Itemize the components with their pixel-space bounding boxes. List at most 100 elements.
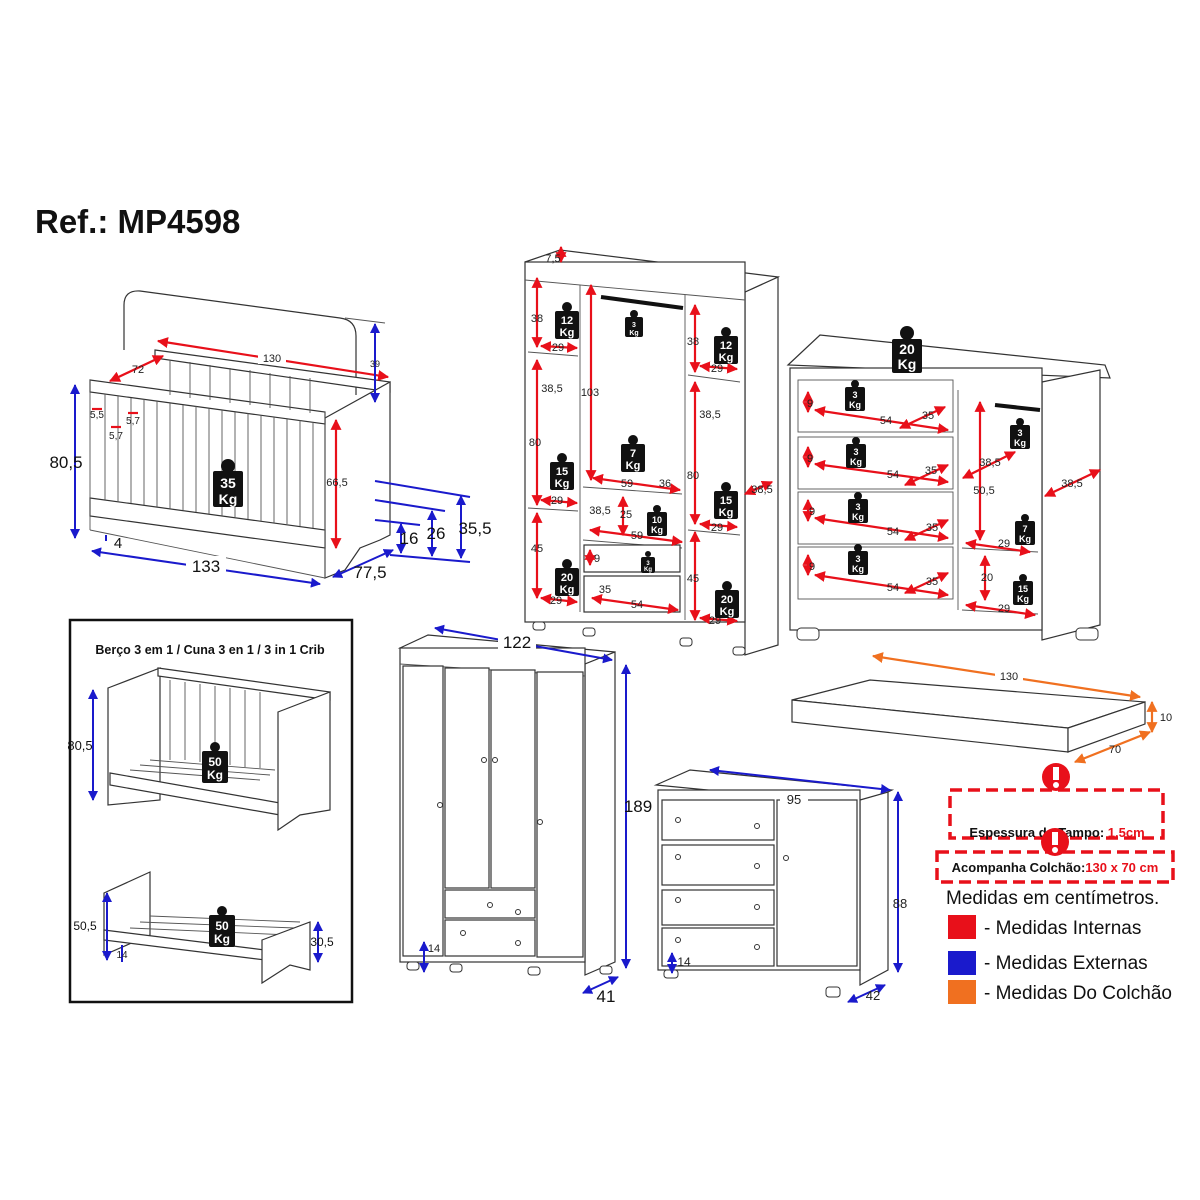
crib-slat-gap: 5,5	[90, 410, 104, 421]
dim-label: 38,5	[751, 484, 772, 496]
dim-label: 7,5	[545, 253, 560, 265]
legend-swatch-mattress	[948, 980, 976, 1004]
dim-label: 54	[631, 599, 643, 611]
svg-text:10: 10	[652, 515, 662, 525]
note-value: 130 x 70 cm	[1085, 860, 1158, 875]
wardrobe-depth: 41	[597, 987, 616, 1006]
svg-text:7: 7	[630, 448, 636, 460]
svg-text:12: 12	[720, 340, 732, 352]
dim-label: 35	[599, 584, 611, 596]
dim-label: 9	[809, 506, 815, 518]
note-label: Acompanha Colchão:	[952, 860, 1086, 875]
dim-label: 20	[981, 572, 993, 584]
svg-text:Kg: Kg	[719, 507, 734, 519]
bed-footboard	[261, 921, 311, 985]
svg-text:Kg: Kg	[629, 330, 638, 337]
dim-label: 38,5	[979, 457, 1000, 469]
svg-text:12: 12	[561, 315, 573, 327]
reference-title: Ref.: MP4598	[35, 203, 240, 240]
crib-3in1-title: Berço 3 em 1 / Cuna 3 en 1 / 3 in 1 Crib	[95, 643, 325, 657]
dim-label: 36	[659, 478, 671, 490]
svg-text:Kg: Kg	[560, 327, 575, 339]
svg-text:15: 15	[720, 495, 732, 507]
svg-text:15: 15	[1018, 584, 1028, 594]
mattress-width: 70	[1109, 744, 1121, 756]
dim-label: 35	[922, 410, 934, 422]
crib-depth: 77,5	[353, 563, 386, 582]
weight-icon: 7Kg	[1015, 514, 1035, 545]
svg-text:20: 20	[721, 594, 733, 606]
dim-label: 9	[809, 561, 815, 573]
svg-text:Kg: Kg	[898, 356, 917, 372]
warning-icon	[1041, 828, 1069, 856]
weight-icon: 3Kg	[846, 437, 866, 468]
crib-3in1-panel: Berço 3 em 1 / Cuna 3 en 1 / 3 in 1 Crib…	[67, 618, 354, 1004]
legend-swatch-external	[948, 951, 976, 975]
svg-text:Kg: Kg	[207, 768, 223, 782]
weight-icon: 3Kg	[625, 310, 643, 337]
dim-label: 29	[998, 603, 1010, 615]
svg-text:Kg: Kg	[849, 400, 861, 410]
svg-text:Kg: Kg	[219, 491, 238, 507]
dim-label: 9	[807, 398, 813, 410]
dim-label: 29	[711, 522, 723, 534]
note-label: Espessura do Tampo:	[969, 825, 1107, 840]
dim-label: 38,5	[699, 409, 720, 421]
dim-label: 25	[620, 509, 632, 521]
dresser-interior-drawing: 9 54 35 9 54 35 9 54 35 9 54 35 38,5 50,…	[786, 326, 1111, 641]
svg-text:3: 3	[1017, 428, 1022, 438]
dim-label: 54	[887, 469, 899, 481]
svg-text:Kg: Kg	[852, 564, 864, 574]
svg-text:Kg: Kg	[560, 584, 575, 596]
svg-text:3: 3	[852, 390, 857, 400]
dim-label: 35	[926, 576, 938, 588]
sofa-height: 80,5	[67, 738, 92, 753]
bed-leg: 14	[116, 950, 128, 961]
crib-base-26: 26	[427, 524, 446, 543]
svg-text:Acompanha Colchão:130 x 70 cm: Acompanha Colchão:130 x 70 cm	[952, 860, 1159, 875]
crib-height: 80,5	[49, 453, 82, 472]
dim-label: 29	[550, 595, 562, 607]
legend-swatch-internal	[948, 915, 976, 939]
crib-base-16: 16	[400, 529, 419, 548]
dim-label: 38,5	[541, 383, 562, 395]
sofa-side-panel	[277, 691, 331, 832]
dim-label: 9	[807, 453, 813, 465]
warning-icon	[1042, 763, 1070, 791]
svg-text:Kg: Kg	[720, 606, 735, 618]
svg-text:20: 20	[899, 341, 915, 357]
dim-label: 54	[887, 582, 899, 594]
dim-label: 38	[531, 313, 543, 325]
crib-inner-length: 130	[263, 353, 281, 365]
wardrobe-exterior-drawing: 122 189 41 14	[397, 624, 652, 1006]
svg-text:3: 3	[853, 447, 858, 457]
svg-text:50: 50	[208, 755, 222, 769]
bed-height: 50,5	[73, 919, 97, 933]
crib-base-rail	[89, 497, 326, 549]
weight-icon: 3Kg	[848, 544, 868, 575]
dim-label: 45	[687, 573, 699, 585]
weight-icon: 3Kg	[1010, 418, 1030, 449]
dim-label: 29	[711, 363, 723, 375]
weight-icon: 3Kg	[848, 492, 868, 523]
svg-text:3: 3	[855, 502, 860, 512]
dim-label: 50,5	[973, 485, 994, 497]
dresser-height: 88	[893, 896, 907, 911]
svg-text:Espessura do Tampo: 1,5cm: Espessura do Tampo: 1,5cm	[969, 825, 1144, 840]
note-mattress-included: Acompanha Colchão:130 x 70 cm	[935, 828, 1175, 884]
svg-text:Kg: Kg	[555, 478, 570, 490]
dresser-depth: 42	[866, 988, 880, 1003]
wardrobe-interior-drawing: 7,5 38 29 38,5 80 29 45 29 103 59 36 38,…	[524, 245, 781, 656]
dim-label: 80	[687, 470, 699, 482]
crib-slat-gap: 5,7	[126, 416, 140, 427]
crib-inner-height: 66,5	[326, 477, 347, 489]
svg-text:Kg: Kg	[214, 932, 230, 946]
crib-length: 133	[192, 557, 220, 576]
note-value: 1,5cm	[1108, 825, 1145, 840]
dim-label: 80	[529, 437, 541, 449]
